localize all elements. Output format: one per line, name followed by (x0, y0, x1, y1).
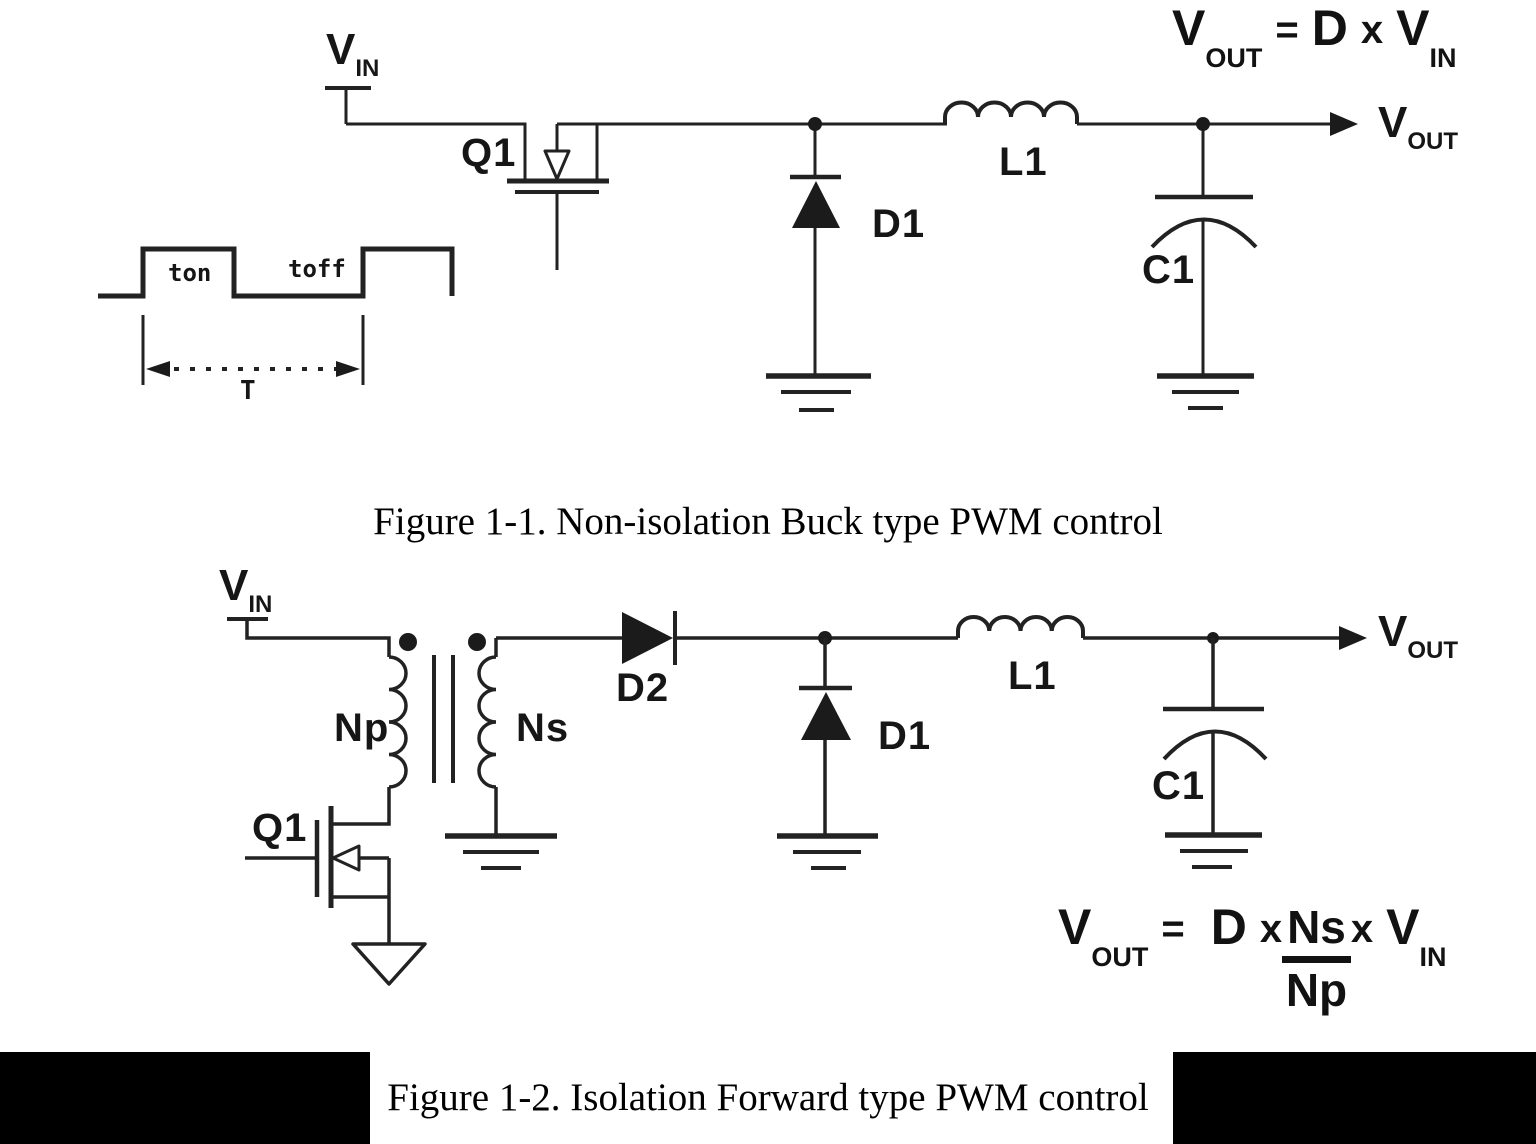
fig2-vout-label: VOUT (1378, 607, 1459, 664)
core-lines (432, 655, 455, 783)
formula-turns-ratio: Ns Np (1282, 902, 1351, 1013)
fig1-d1-label: D1 (872, 202, 926, 246)
ground-symbol (1165, 832, 1262, 869)
vout-arrowhead (1339, 626, 1367, 650)
mosfet-q1 (507, 124, 609, 270)
fig1-c1-label: C1 (1142, 248, 1196, 292)
polarity-dot-secondary (468, 633, 486, 651)
mosfet-arrow (331, 844, 361, 872)
redaction-bar-left (0, 1052, 370, 1144)
fig2-q1-label: Q1 (252, 806, 308, 850)
dim-arrow-left (146, 361, 170, 377)
fig2-np-label: Np (334, 706, 390, 750)
vout-arrowhead (1330, 112, 1358, 136)
secondary-winding-ns (477, 655, 497, 789)
transformer (331, 633, 498, 836)
inductor-l1 (943, 100, 1079, 124)
redaction-bar-right (1173, 1052, 1536, 1144)
fig1-vout-label: VOUT (1378, 98, 1459, 155)
ground-symbol (445, 833, 557, 870)
formula-vin: VIN (1396, 0, 1457, 73)
primary-winding-np (388, 655, 408, 789)
vin-terminal (227, 617, 391, 657)
fig1-ton-label: ton (168, 259, 212, 287)
junction-dot (1196, 117, 1210, 131)
junction-dot (808, 117, 822, 131)
diode-d1 (790, 124, 841, 374)
formula-duty: D (1210, 899, 1247, 955)
fig2-l1-label: L1 (1008, 654, 1057, 698)
fig1-formula: VOUT = D x VIN (1172, 0, 1457, 73)
fig2-vin-label: VIN (219, 561, 273, 618)
dim-arrow-right (336, 361, 360, 377)
fig2-c1-label: C1 (1152, 764, 1206, 808)
formula-times: x (1259, 907, 1283, 951)
wire (346, 122, 527, 180)
fig2-ns-label: Ns (516, 706, 570, 750)
fig1-buck-circuit (98, 86, 1358, 412)
capacitor-c1 (1162, 638, 1268, 833)
fig1-period-label: T (240, 376, 256, 406)
fig2-d1-label: D1 (878, 714, 932, 758)
pwm-waveform (98, 246, 455, 385)
ground-symbol (777, 833, 878, 870)
fig2-d2-label: D2 (616, 666, 670, 710)
fig1-l1-label: L1 (999, 140, 1048, 184)
fig2-forward-circuit (227, 611, 1367, 986)
fig1-caption: Figure 1-1. Non-isolation Buck type PWM … (373, 500, 1163, 543)
vin-terminal (325, 86, 371, 124)
fig1-q1-label: Q1 (461, 131, 517, 175)
diode-d2 (622, 611, 677, 665)
inductor-l1 (956, 615, 1085, 638)
fig2-formula: VOUT = D x Ns Np x VIN (1058, 902, 1447, 1013)
formula-vout: VOUT (1058, 899, 1149, 972)
ground-triangle (351, 942, 427, 986)
fig2-caption: Figure 1-2. Isolation Forward type PWM c… (387, 1076, 1149, 1119)
formula-vout: VOUT (1172, 0, 1263, 73)
fig1-vin-label: VIN (326, 25, 380, 82)
fig1-toff-label: toff (288, 255, 346, 283)
formula-vin: VIN (1386, 899, 1447, 972)
formula-times2: x (1350, 907, 1374, 951)
formula-equals: = (1161, 907, 1185, 951)
mosfet-q1 (245, 806, 427, 986)
ground-symbol (766, 373, 871, 412)
polarity-dot-primary (399, 633, 417, 651)
diode-d1 (799, 638, 852, 834)
formula-equals: = (1275, 8, 1299, 52)
ground-symbol (1157, 373, 1254, 410)
formula-duty: D (1311, 0, 1348, 56)
mosfet-arrow (543, 149, 571, 181)
capacitor-c1 (1150, 124, 1258, 374)
formula-times: x (1360, 8, 1384, 52)
